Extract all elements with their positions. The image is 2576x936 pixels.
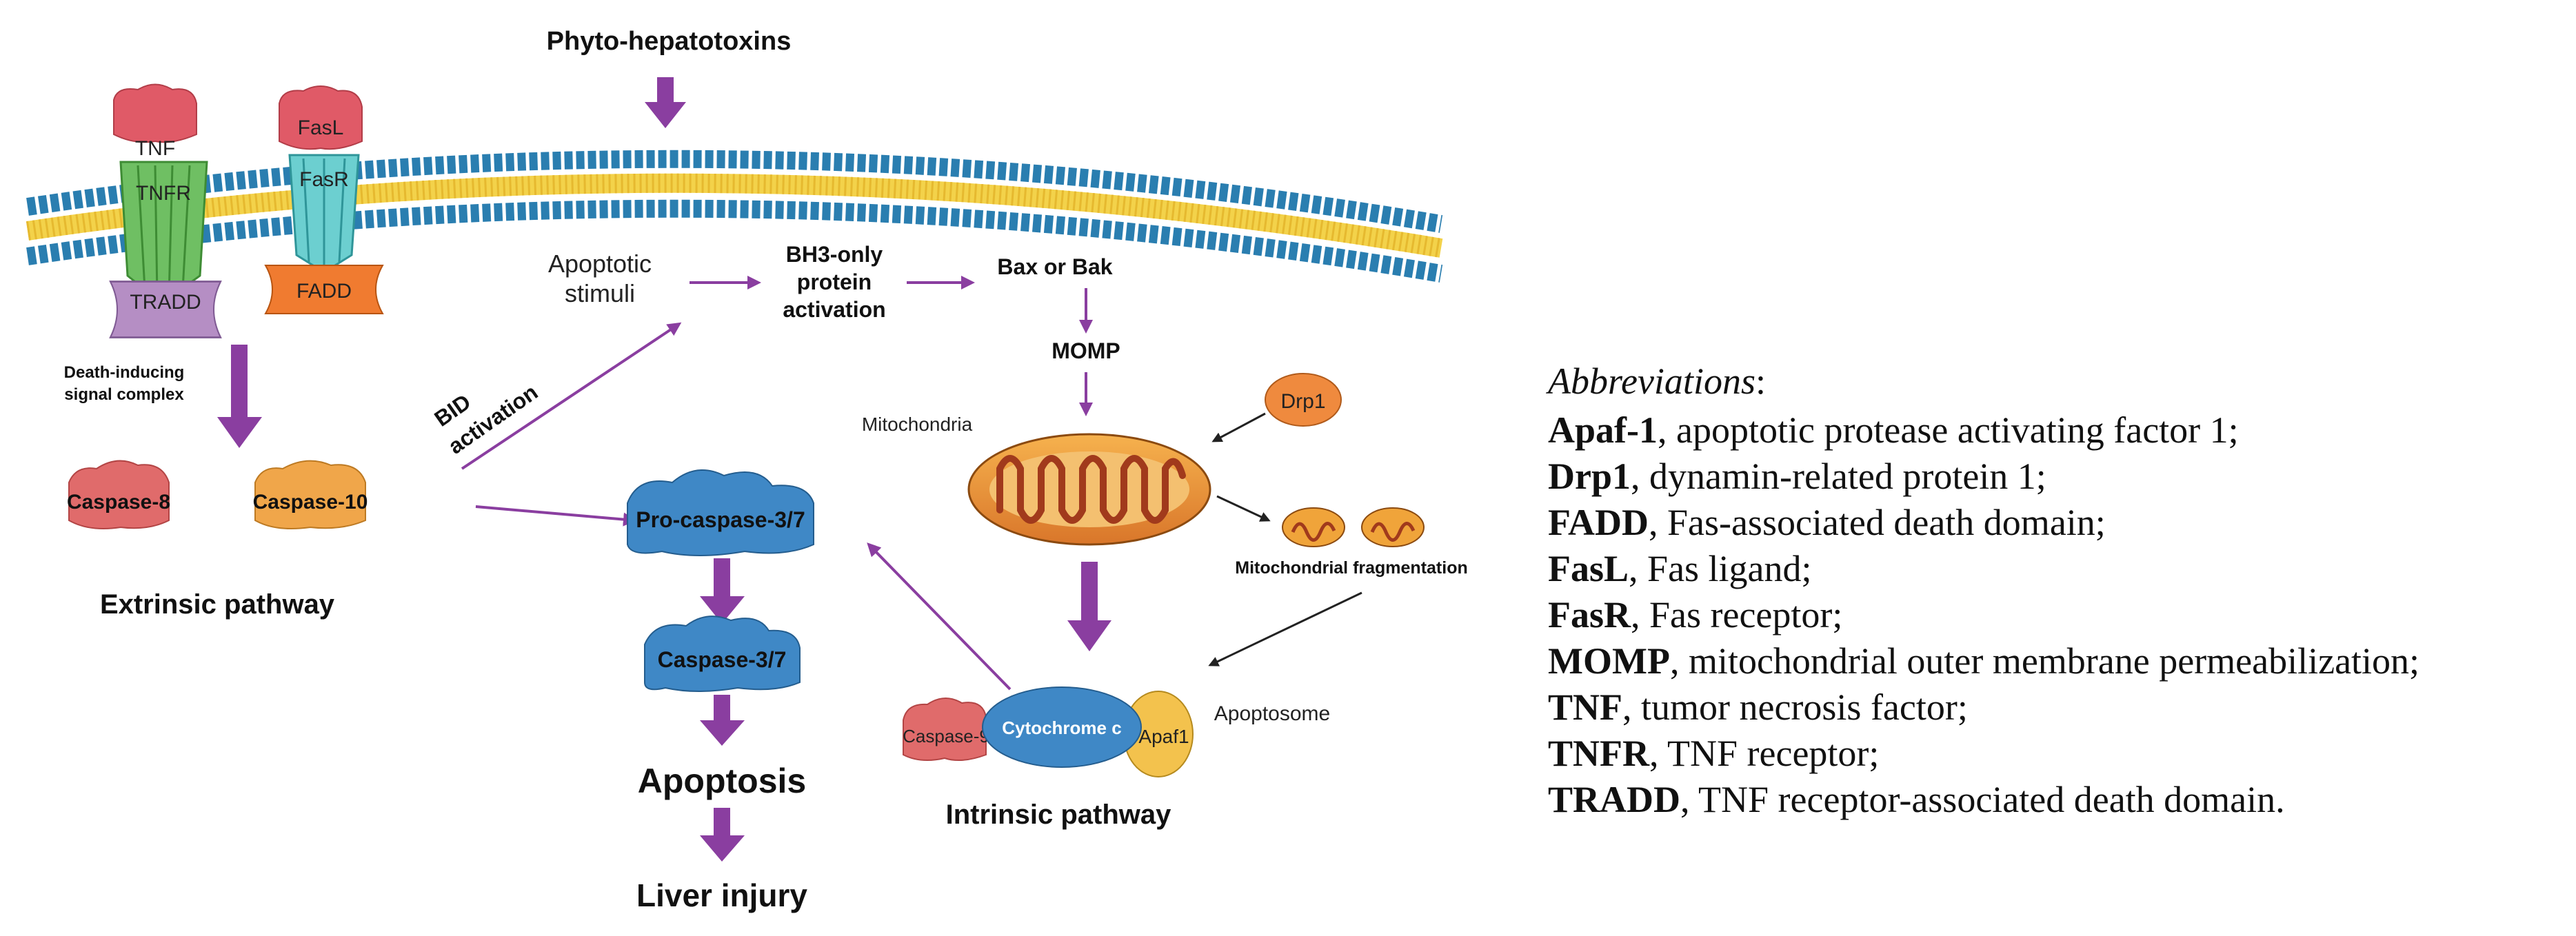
down-arrow-toxins [645,77,686,128]
abbreviations-title-colon: : [1755,360,1766,402]
apoptotic-stimuli-line2: stimuli [565,279,635,307]
abbr-item-fadd: FADD, Fas-associated death domain; [1548,500,2568,546]
liver-injury-label: Liver injury [636,877,807,913]
cytochrome-c-label: Cytochrome c [1002,718,1121,738]
apoptosome-label: Apoptosome [1214,702,1330,725]
caspase37-shape [644,615,801,692]
abbr-definition: , TNF receptor; [1649,733,1880,774]
abbr-term: Apaf-1 [1548,409,1658,451]
procaspase-shape [627,469,814,556]
abbr-term: FasR [1548,594,1631,635]
extrinsic-pathway-label: Extrinsic pathway [100,589,335,620]
abbr-item-momp: MOMP, mitochondrial outer membrane perme… [1548,638,2568,684]
mito-fragmentation-label: Mitochondrial fragmentation [1235,558,1468,578]
momp-label: MOMP [1051,338,1120,363]
abbreviations-panel: Abbreviations: Apaf-1, apoptotic proteas… [1548,358,2568,823]
abbr-item-tnfr: TNFR, TNF receptor; [1548,731,2568,777]
down-arrow-mito-to-apoptosome [1067,562,1111,651]
abbr-term: TNF [1548,686,1622,728]
arrow-caspase-to-procaspase [475,505,637,527]
pathway-diagram-svg: Phyto-hepatotoxins TNF TNFR TRADD FasL F… [26,27,1468,913]
tnfr-label: TNFR [136,182,191,205]
down-arrow-disc [217,345,262,448]
caspase9-shape [903,698,987,762]
apoptosis-label: Apoptosis [638,762,806,800]
abbr-term: TNFR [1548,733,1649,774]
abbr-item-drp1: Drp1, dynamin-related protein 1; [1548,454,2568,500]
abbr-term: FasL [1548,548,1629,589]
abbr-term: Drp1 [1548,456,1631,497]
bh3-line3: activation [783,297,885,322]
abbr-definition: , dynamin-related protein 1; [1631,456,2046,497]
fadd-label: FADD [296,280,352,303]
bh3-line2: protein [797,269,872,294]
mito-fragment-1 [1282,507,1345,547]
apaf1-label: Apaf1 [1138,726,1189,747]
fas-receptor-complex: FasL FasR FADD [264,85,384,314]
abbr-definition: , TNF receptor-associated death domain. [1680,779,2285,820]
tradd-shape [109,281,222,338]
fadd-shape [264,265,384,314]
pathway-diagram: Phyto-hepatotoxins TNF TNFR TRADD FasL F… [26,27,1468,913]
phyto-hepatotoxins-label: Phyto-hepatotoxins [547,27,792,56]
arrow-mito-to-fragment [1216,495,1271,522]
fasl-label: FasL [298,116,344,139]
apoptosome-complex: Caspase-9 Apaf1 Cytochrome c [903,686,1194,777]
bh3-line1: BH3-only [786,242,883,267]
caspase10-label: Caspase-10 [253,491,368,513]
cytochrome-c-shape [982,686,1142,768]
abbr-definition: , Fas-associated death domain; [1648,502,2106,543]
drp1-shape [1265,373,1342,427]
abbr-definition: , Fas receptor; [1631,594,1843,635]
abbr-item-apaf1: Apaf-1, apoptotic protease activating fa… [1548,407,2568,454]
abbr-definition: , mitochondrial outer membrane permeabil… [1669,640,2420,682]
caspase8-shape [68,460,170,529]
abbr-definition: , Fas ligand; [1629,548,1812,589]
procaspase-label: Pro-caspase-3/7 [636,507,805,532]
caspase8-label: Caspase-8 [67,491,170,513]
mitochondrion-shape [967,433,1211,546]
fasr-label: FasR [299,168,349,191]
down-arrow-caspase37 [700,695,745,746]
cell-membrane [26,150,1443,283]
abbr-item-tradd: TRADD, TNF receptor-associated death dom… [1548,777,2568,823]
abbr-term: TRADD [1548,779,1681,820]
abbreviations-title: Abbreviations: [1548,358,2568,405]
abbr-item-fasl: FasL, Fas ligand; [1548,546,2568,592]
arrow-apoptosome-to-procaspase [867,542,1012,691]
arrow-drp1-to-mito [1211,412,1266,442]
disc-label-line1: Death-inducing [64,363,185,382]
tradd-label: TRADD [130,291,201,314]
abbr-definition: , apoptotic protease activating factor 1… [1658,409,2239,451]
abbr-term: MOMP [1548,640,1670,682]
mitochondria-label: Mitochondria [862,414,973,435]
abbr-definition: , tumor necrosis factor; [1622,686,1968,728]
caspase10-shape [254,460,366,530]
drp1-label: Drp1 [1280,390,1325,413]
fasl-ligand-shape [279,85,363,150]
tnf-label: TNF [135,137,175,160]
arrow-bid-to-apoptotic [461,322,682,470]
abbr-term: FADD [1548,502,1649,543]
abbr-item-tnf: TNF, tumor necrosis factor; [1548,684,2568,731]
bax-bak-label: Bax or Bak [997,254,1112,279]
disc-label-line2: signal complex [64,385,184,404]
caspase37-label: Caspase-3/7 [658,647,787,672]
down-arrow-apoptosis [700,808,745,862]
abbr-item-fasr: FasR, Fas receptor; [1548,592,2568,638]
down-arrow-procaspase [700,558,745,624]
tnf-ligand-shape [113,83,197,143]
mito-fragment-2 [1361,507,1425,547]
intrinsic-pathway-label: Intrinsic pathway [946,800,1171,830]
apoptotic-stimuli-line1: Apoptotic [548,250,652,278]
abbreviations-title-text: Abbreviations [1548,360,1755,402]
caspase9-label: Caspase-9 [903,726,989,746]
tnf-receptor-complex: TNF TNFR TRADD [109,83,222,338]
arrow-fragment-to-apoptosome [1208,591,1362,667]
